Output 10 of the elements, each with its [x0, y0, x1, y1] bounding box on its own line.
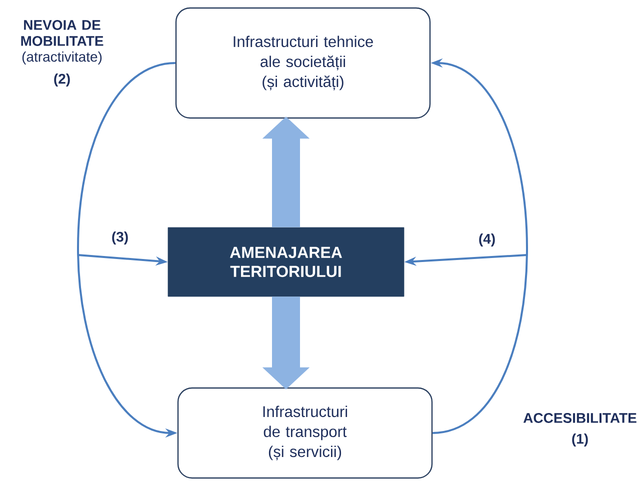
process-box: Infrastructuri tehnice ale societății (și activități) — [175, 7, 431, 119]
annotation-text: NEVOIA DE MOBILITATE — [21, 20, 104, 46]
annotation-text: (1) — [572, 433, 588, 446]
annotation-text: ACCESIBILITATE — [523, 413, 636, 423]
annotation-text: (atractivitate) — [22, 51, 102, 65]
edge-label: (3) — [112, 231, 128, 244]
process-box: Infrastructuri de transport (și servicii) — [177, 387, 433, 479]
annotation-text: (2) — [54, 73, 70, 86]
edge-label: (4) — [479, 233, 495, 246]
title-box: AMENAJAREA TERITORIULUI — [168, 227, 404, 297]
